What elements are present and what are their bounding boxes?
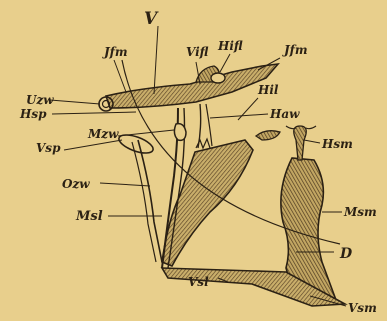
label-Hsm: Hsm — [321, 137, 353, 151]
label-V: V — [144, 9, 159, 29]
oblique-band — [138, 140, 162, 262]
label-Msm: Msm — [343, 205, 377, 219]
label-Haw: Haw — [269, 107, 300, 121]
label-Jfm-left: Jfm — [102, 45, 128, 59]
label-Hifl: Hifl — [217, 39, 243, 53]
label-Ozw: Ozw — [62, 177, 90, 191]
label-Vsp: Vsp — [36, 141, 61, 155]
label-Hsp: Hsp — [19, 107, 47, 121]
label-Jfm-right: Jfm — [282, 43, 308, 57]
posterior-sclerite — [256, 131, 280, 140]
label-Hil: Hil — [257, 83, 279, 97]
label-Vsl: Vsl — [188, 275, 209, 289]
label-Uzw: Uzw — [26, 93, 54, 107]
label-Mzw: Mzw — [87, 127, 119, 141]
medial-process — [174, 124, 186, 141]
label-D: D — [339, 246, 353, 262]
label-Vifl: Vifl — [186, 45, 209, 59]
wing-base-bar — [106, 64, 278, 108]
label-Vsm: Vsm — [348, 301, 377, 315]
hinge-loop — [211, 73, 225, 83]
label-Msl: Msl — [75, 209, 103, 224]
sternal-club — [294, 126, 307, 160]
